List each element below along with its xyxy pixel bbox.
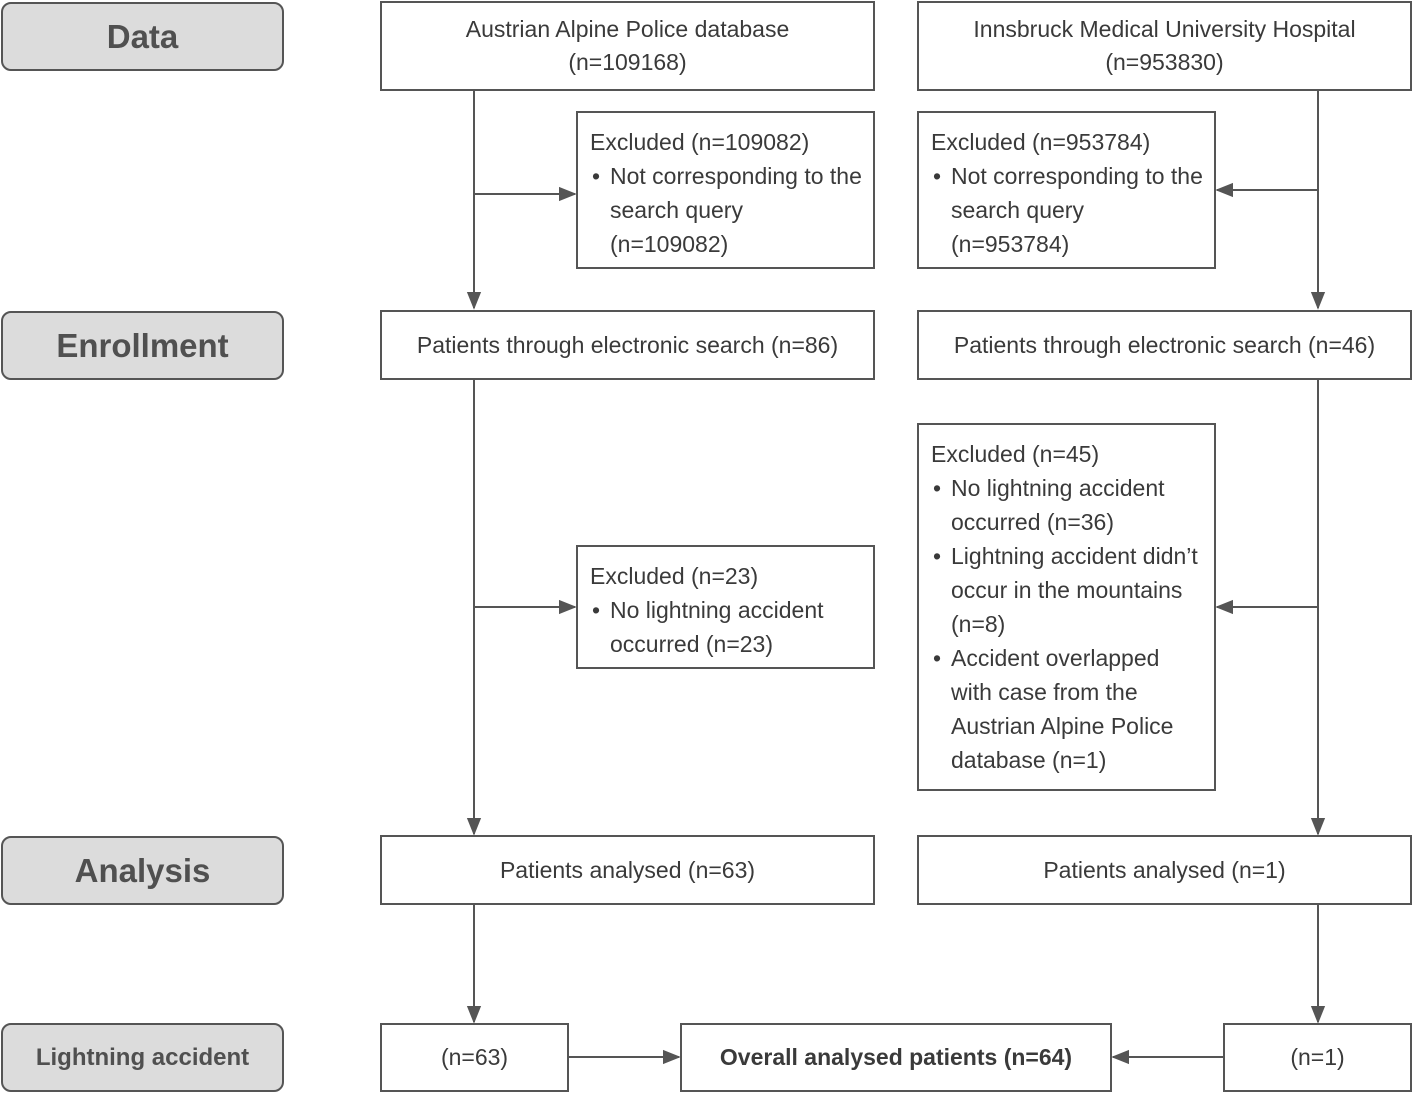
- right-enrolled-box: Patients through electronic search (n=46…: [917, 310, 1412, 380]
- right-excluded-2-item-2: Lightning accident didn’t occur in the m…: [931, 539, 1204, 641]
- left-enrolled-text: Patients through electronic search (n=86…: [416, 331, 839, 358]
- stage-label-data-text: Data: [106, 17, 179, 55]
- stage-label-analysis: Analysis: [1, 836, 284, 905]
- right-excluded-1-list: Not corresponding to the search query (n…: [931, 159, 1204, 261]
- stage-label-lightning-text: Lightning accident: [35, 1043, 250, 1071]
- right-source-count: (n=953830): [1105, 49, 1224, 75]
- right-excluded-2-heading: Excluded (n=45): [931, 441, 1100, 467]
- left-excluded-box-1: Excluded (n=109082) Not corresponding to…: [576, 111, 875, 269]
- left-enrolled-box: Patients through electronic search (n=86…: [380, 310, 875, 380]
- right-excluded-box-1: Excluded (n=953784) Not corresponding to…: [917, 111, 1216, 269]
- left-analysed-box: Patients analysed (n=63): [380, 835, 875, 905]
- left-final-box: (n=63): [380, 1023, 569, 1092]
- stage-label-enrollment: Enrollment: [1, 311, 284, 380]
- stage-label-enrollment-text: Enrollment: [56, 326, 229, 364]
- right-excluded-box-2: Excluded (n=45) No lightning accident oc…: [917, 423, 1216, 791]
- overall-box: Overall analysed patients (n=64): [680, 1023, 1112, 1092]
- left-excluded-2-item: No lightning accident occurred (n=23): [590, 593, 863, 661]
- left-source-title: Austrian Alpine Police database: [465, 16, 790, 42]
- overall-text: Overall analysed patients (n=64): [719, 1044, 1073, 1070]
- left-analysed-text: Patients analysed (n=63): [499, 856, 756, 883]
- left-excluded-1-heading: Excluded (n=109082): [590, 129, 810, 155]
- left-source-box: Austrian Alpine Police database (n=10916…: [380, 1, 875, 91]
- right-analysed-text: Patients analysed (n=1): [1043, 856, 1286, 883]
- right-final-text: (n=1): [1290, 1044, 1345, 1070]
- stage-label-lightning: Lightning accident: [1, 1023, 284, 1092]
- right-final-box: (n=1): [1223, 1023, 1412, 1092]
- right-excluded-1-heading: Excluded (n=953784): [931, 129, 1151, 155]
- right-source-box: Innsbruck Medical University Hospital (n…: [917, 1, 1412, 91]
- right-enrolled-text: Patients through electronic search (n=46…: [953, 331, 1376, 358]
- left-source-count: (n=109168): [568, 49, 687, 75]
- right-analysed-box: Patients analysed (n=1): [917, 835, 1412, 905]
- left-excluded-box-2: Excluded (n=23) No lightning accident oc…: [576, 545, 875, 669]
- left-excluded-2-list: No lightning accident occurred (n=23): [590, 593, 863, 661]
- stage-label-analysis-text: Analysis: [74, 851, 211, 889]
- left-excluded-2-heading: Excluded (n=23): [590, 563, 759, 589]
- left-excluded-1-item: Not corresponding to the search query (n…: [590, 159, 863, 261]
- left-excluded-1-list: Not corresponding to the search query (n…: [590, 159, 863, 261]
- right-excluded-2-list: No lightning accident occurred (n=36) Li…: [931, 471, 1204, 777]
- right-excluded-1-item: Not corresponding to the search query (n…: [931, 159, 1204, 261]
- left-final-text: (n=63): [440, 1044, 509, 1070]
- right-excluded-2-item-3: Accident overlapped with case from the A…: [931, 641, 1204, 777]
- stage-label-data: Data: [1, 2, 284, 71]
- right-source-title: Innsbruck Medical University Hospital: [973, 16, 1356, 42]
- right-excluded-2-item-1: No lightning accident occurred (n=36): [931, 471, 1204, 539]
